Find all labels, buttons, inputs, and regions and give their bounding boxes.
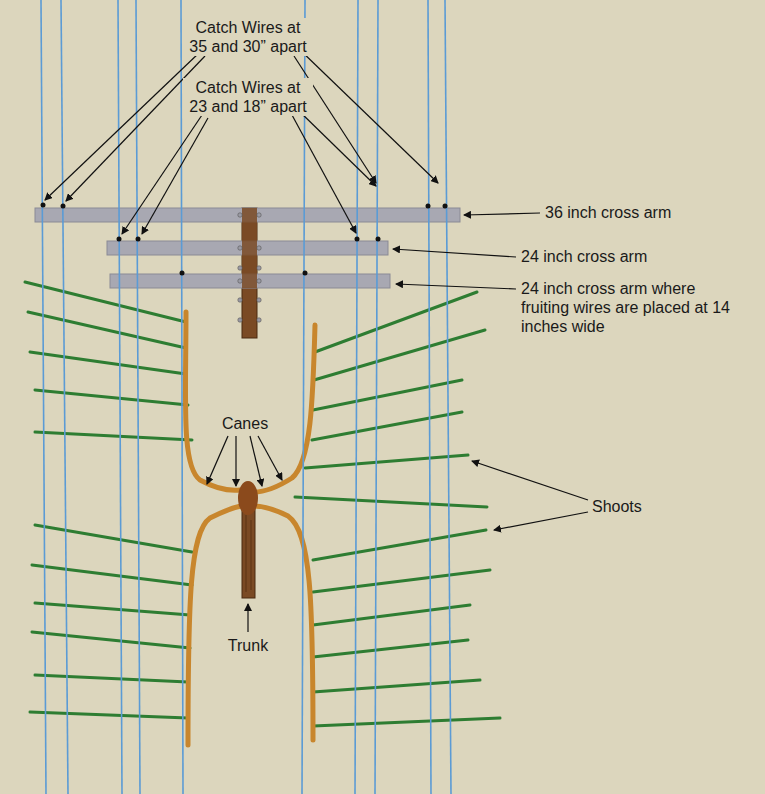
- wire-clips: [41, 203, 448, 276]
- callout-label: Catch Wires at 23 and 18” apart: [183, 78, 313, 116]
- callout-label: Trunk: [213, 636, 283, 655]
- callout-label: Shoots: [590, 497, 680, 516]
- callout-label: Catch Wires at 35 and 30” apart: [183, 18, 313, 56]
- leader-lines: [45, 48, 588, 632]
- canes: [185, 312, 315, 745]
- cross-arms: [35, 208, 460, 288]
- post: [242, 208, 257, 338]
- callout-label: 24 inch cross arm where fruiting wires a…: [519, 279, 734, 336]
- trunk: [238, 481, 258, 598]
- post-front: [242, 208, 257, 288]
- wires: [41, 0, 451, 794]
- callout-label: 24 inch cross arm: [519, 247, 689, 266]
- callout-label: Canes: [210, 414, 280, 433]
- callout-label: 36 inch cross arm: [543, 203, 713, 222]
- bolts: [238, 213, 261, 322]
